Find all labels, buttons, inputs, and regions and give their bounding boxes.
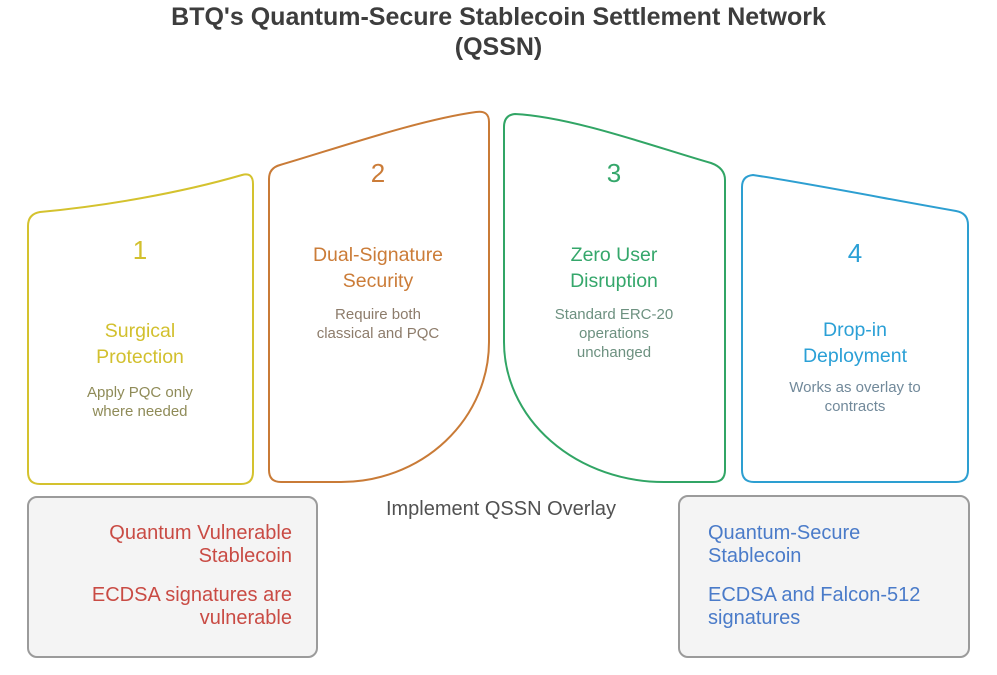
page-title-line2: (QSSN) bbox=[454, 33, 543, 61]
before-box: Quantum Vulnerable Stablecoin ECDSA sign… bbox=[27, 496, 318, 658]
step-1-shape bbox=[27, 173, 254, 485]
step-3-title: Zero User Disruption bbox=[504, 242, 724, 294]
step-3-title-text: Zero User Disruption bbox=[570, 244, 658, 292]
step-3-shape bbox=[503, 113, 726, 483]
step-3-number: 3 bbox=[606, 158, 622, 188]
step-1-description-text: Apply PQC only where needed bbox=[87, 384, 193, 420]
step-1-title-text: Surgical Protection bbox=[96, 320, 184, 368]
before-box-subtitle: ECDSA signatures are vulnerable bbox=[91, 584, 292, 629]
step-4-description-text: Works as overlay to contracts bbox=[789, 379, 921, 415]
step-2-title: Dual-Signature Security bbox=[268, 242, 488, 294]
step-1-description: Apply PQC only where needed bbox=[30, 383, 250, 421]
step-4-description: Works as overlay to contracts bbox=[745, 378, 965, 416]
step-2-title-text: Dual-Signature Security bbox=[312, 244, 444, 292]
overlay-label: Implement QSSN Overlay bbox=[385, 498, 617, 520]
step-4-number: 4 bbox=[847, 238, 863, 268]
step-2-description-text: Require both classical and PQC bbox=[316, 306, 440, 342]
after-box-subtitle-text: ECDSA and Falcon-512 signatures bbox=[708, 584, 921, 629]
after-box: Quantum-Secure Stablecoin ECDSA and Falc… bbox=[678, 495, 970, 658]
step-2-number: 2 bbox=[370, 158, 386, 188]
after-box-subtitle: ECDSA and Falcon-512 signatures bbox=[708, 584, 954, 630]
step-4-shape bbox=[741, 174, 969, 483]
step-4-title-text: Drop-in Deployment bbox=[802, 319, 908, 367]
step-3-description: Standard ERC-20 operations unchanged bbox=[504, 305, 724, 362]
page-title-line1: BTQ's Quantum-Secure Stablecoin Settleme… bbox=[171, 3, 826, 31]
step-1-title: Surgical Protection bbox=[30, 318, 250, 370]
step-3-description-text: Standard ERC-20 operations unchanged bbox=[554, 306, 674, 361]
step-2-description: Require both classical and PQC bbox=[268, 305, 488, 343]
step-2-shape bbox=[268, 110, 490, 483]
step-4-title: Drop-in Deployment bbox=[745, 317, 965, 369]
after-box-title-text: Quantum-Secure Stablecoin bbox=[708, 522, 861, 567]
after-box-title: Quantum-Secure Stablecoin bbox=[708, 522, 954, 568]
page-title: BTQ's Quantum-Secure Stablecoin Settleme… bbox=[0, 2, 997, 62]
before-box-title: Quantum Vulnerable Stablecoin bbox=[109, 522, 292, 567]
step-1-number: 1 bbox=[132, 235, 148, 265]
